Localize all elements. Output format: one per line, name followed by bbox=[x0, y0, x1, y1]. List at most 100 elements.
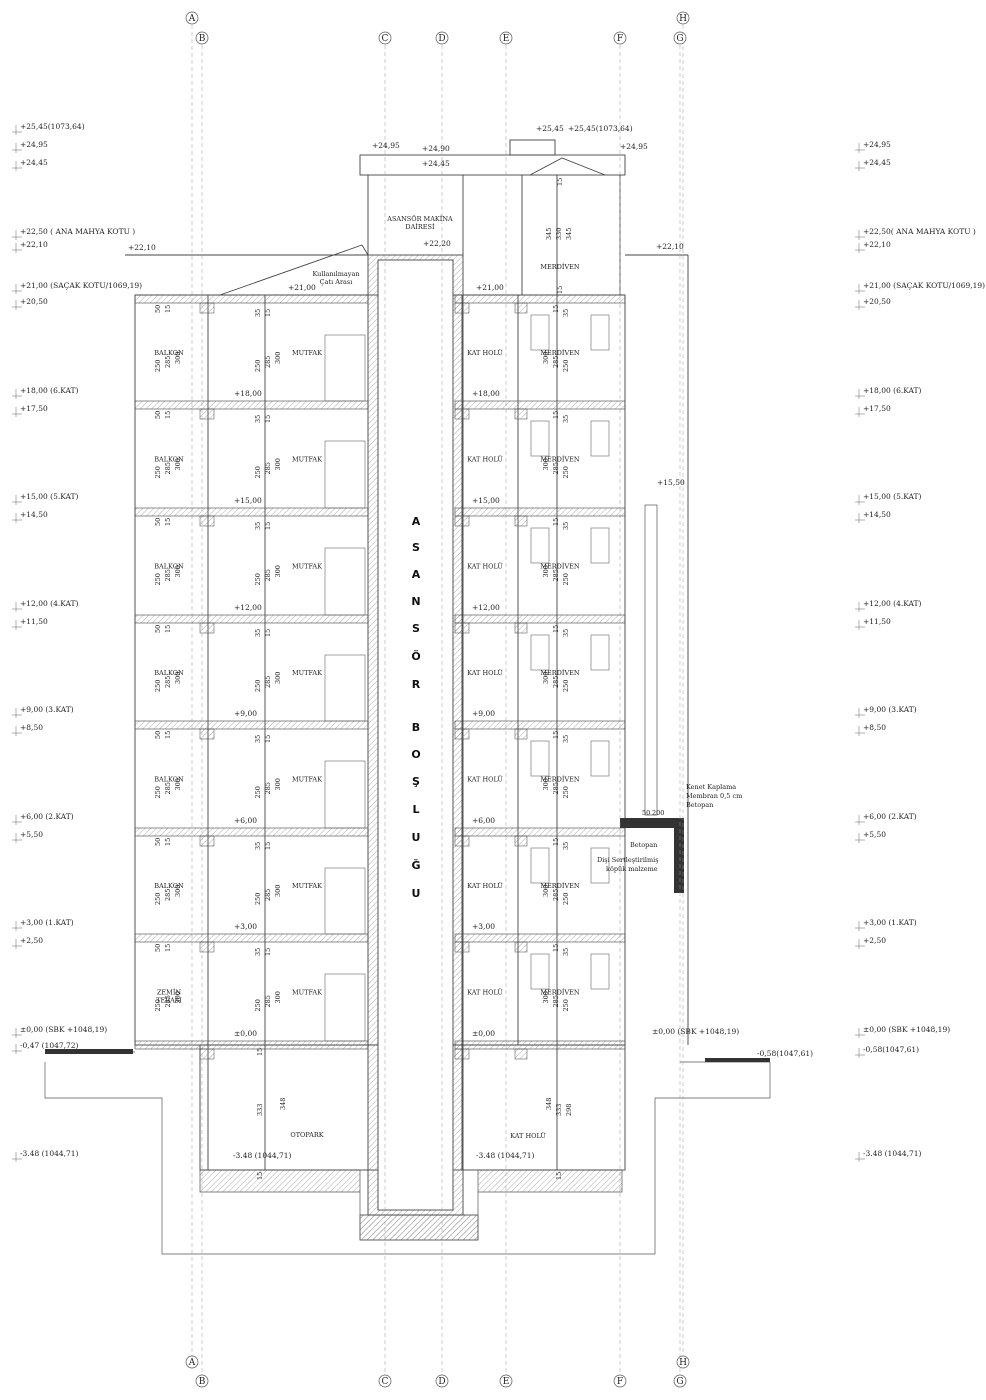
svg-text:-3.48 (1044,71): -3.48 (1044,71) bbox=[233, 1151, 292, 1160]
dimension: 250 bbox=[254, 893, 262, 905]
dimension: 285 bbox=[164, 356, 172, 368]
dimension: 15 bbox=[164, 411, 172, 419]
dimension: 15 bbox=[552, 944, 560, 952]
dimension: 300 bbox=[174, 672, 182, 684]
dimension: 250 bbox=[154, 573, 162, 585]
dimension: 285 bbox=[164, 569, 172, 581]
beam bbox=[199, 515, 215, 527]
level-mark-left: +9,00 (3.KAT) bbox=[20, 705, 74, 714]
floor-slab-left bbox=[134, 720, 369, 730]
axis-bubble bbox=[499, 31, 513, 45]
floor-level-mark: +18,00 bbox=[234, 389, 262, 398]
level-mark-right: +12,00 (4.KAT) bbox=[863, 599, 922, 608]
window bbox=[590, 314, 610, 351]
window bbox=[590, 634, 610, 671]
room-label-merdiven: MERDİVEN bbox=[540, 988, 580, 997]
axis-label: G bbox=[676, 1377, 683, 1387]
level-mark-left: +12,00 (4.KAT) bbox=[20, 599, 79, 608]
beam bbox=[514, 515, 528, 527]
dimension: 35 bbox=[562, 735, 570, 743]
svg-text:MERDİVEN: MERDİVEN bbox=[540, 262, 580, 271]
dimension: 50 bbox=[154, 411, 162, 419]
level-mark-right: +3,00 (1.KAT) bbox=[863, 918, 917, 927]
axis-bubble bbox=[378, 1374, 392, 1388]
top-mark: +22,10 bbox=[656, 242, 684, 251]
dimension: 15 bbox=[264, 415, 272, 423]
axis-bubble bbox=[435, 1374, 449, 1388]
dimension: 15 bbox=[552, 838, 560, 846]
dimension: 50 bbox=[154, 731, 162, 739]
axis-bubble bbox=[195, 1374, 209, 1388]
svg-text:köpük malzeme: köpük malzeme bbox=[606, 865, 658, 873]
level-mark-left: +5,50 bbox=[20, 830, 43, 839]
level-mark-left: ±0,00 (SBK +1048,19) bbox=[20, 1025, 107, 1034]
room-label-mutfak: MUTFAK bbox=[292, 989, 322, 997]
beam bbox=[199, 835, 215, 847]
dimension: 285 bbox=[264, 462, 272, 474]
room-label-balkon: BALKON bbox=[154, 456, 184, 464]
dimension: 15 bbox=[264, 522, 272, 530]
stair-level-mark: +15,00 bbox=[472, 496, 500, 505]
top-mark: +25,45(1073,64) bbox=[568, 124, 633, 133]
level-mark-right: -3.48 (1044,71) bbox=[863, 1149, 922, 1158]
dimension: 300 bbox=[174, 352, 182, 364]
axis-bubble bbox=[185, 1355, 199, 1369]
room-label-merdiven: MERDİVEN bbox=[540, 562, 580, 571]
svg-text:15: 15 bbox=[556, 286, 564, 294]
floor-slab-left bbox=[134, 1040, 369, 1050]
foundation bbox=[44, 1051, 771, 1255]
dimension: 250 bbox=[562, 573, 570, 585]
level-mark-right: ±0,00 (SBK +1048,19) bbox=[863, 1025, 950, 1034]
level-mark-right: +22,50( ANA MAHYA KOTU ) bbox=[863, 227, 976, 236]
level-mark-left: +15,00 (5.KAT) bbox=[20, 492, 79, 501]
dimension: 300 bbox=[274, 991, 282, 1003]
stair-level-mark: +6,00 bbox=[472, 816, 495, 825]
door-opening bbox=[324, 867, 366, 935]
top-mark: +24,95 bbox=[620, 142, 648, 151]
beam bbox=[514, 728, 528, 740]
beam bbox=[199, 302, 215, 314]
dimension: 300 bbox=[542, 672, 550, 684]
level-mark-left: -0,47 (1047,72) bbox=[20, 1041, 79, 1050]
dimension: 285 bbox=[164, 462, 172, 474]
floor-slab-left bbox=[134, 400, 369, 410]
dimension: 50 bbox=[154, 305, 162, 313]
stair-level-mark: ±0,00 bbox=[472, 1029, 495, 1038]
dimension: 285 bbox=[552, 782, 560, 794]
level-mark-left: +24,95 bbox=[20, 140, 48, 149]
floor-slab-right bbox=[454, 1040, 626, 1050]
dimension: 35 bbox=[562, 842, 570, 850]
dimension: 285 bbox=[552, 462, 560, 474]
svg-text:345: 345 bbox=[565, 228, 573, 240]
stair-level-mark: +9,00 bbox=[472, 709, 495, 718]
dimension: 250 bbox=[562, 680, 570, 692]
svg-text:15: 15 bbox=[256, 1048, 264, 1056]
level-mark-left: +8,50 bbox=[20, 723, 43, 732]
floor-level-mark: +9,00 bbox=[234, 709, 257, 718]
dimension: 285 bbox=[264, 569, 272, 581]
dimension: 35 bbox=[562, 948, 570, 956]
dimension: 250 bbox=[154, 360, 162, 372]
stair-level-mark: +12,00 bbox=[472, 603, 500, 612]
floor-slab-right bbox=[454, 614, 626, 624]
window bbox=[530, 847, 550, 884]
dimension: 285 bbox=[264, 356, 272, 368]
room-label-kat-holu: KAT HOLÜ bbox=[467, 881, 503, 890]
level-mark-right: +11,50 bbox=[863, 617, 891, 626]
beam bbox=[454, 515, 470, 527]
level-mark-left: +24,45 bbox=[20, 158, 48, 167]
beam bbox=[199, 408, 215, 420]
room-label-merdiven: MERDİVEN bbox=[540, 348, 580, 357]
dimension: 285 bbox=[552, 676, 560, 688]
axis-label: D bbox=[438, 34, 445, 44]
level-mark-right: +22,10 bbox=[863, 240, 891, 249]
beam bbox=[514, 1048, 528, 1060]
svg-text:15: 15 bbox=[556, 178, 564, 186]
svg-text:298: 298 bbox=[565, 1104, 573, 1116]
axis-bubble bbox=[676, 1355, 690, 1369]
beam bbox=[454, 1048, 470, 1060]
beam bbox=[454, 408, 470, 420]
dimension: 15 bbox=[552, 305, 560, 313]
